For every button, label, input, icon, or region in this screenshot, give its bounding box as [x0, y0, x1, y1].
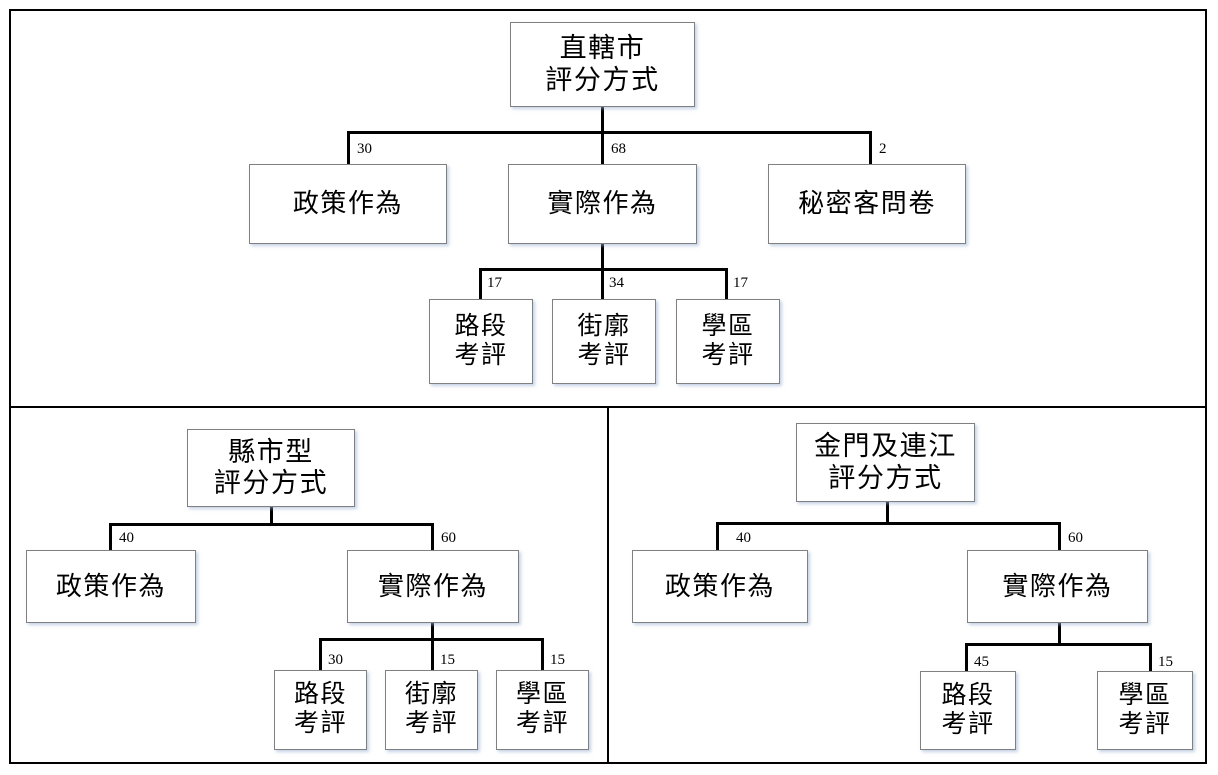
connector-root-stem	[601, 107, 604, 133]
connector-drop-mystery	[869, 131, 872, 165]
connector-actual-stem	[601, 244, 604, 270]
connector-actual-stem	[1058, 623, 1061, 645]
connector-drop-road	[965, 643, 968, 674]
node-line-2: 評分方式	[828, 462, 943, 493]
connector-bus-level1	[717, 522, 1061, 525]
connector-bus-level2	[966, 643, 1152, 646]
node-municipality-block-eval[interactable]: 街廓 考評	[552, 299, 656, 384]
node-county-root[interactable]: 縣市型 評分方式	[187, 429, 355, 507]
node-municipality-root[interactable]: 直轄市 評分方式	[510, 22, 695, 107]
node-line-1: 路段	[293, 681, 347, 709]
weight-label: 40	[736, 530, 751, 546]
node-line-1: 路段	[941, 681, 995, 709]
node-line-2: 考評	[577, 341, 631, 369]
weight-label: 2	[879, 141, 887, 157]
weight-label: 15	[1158, 654, 1173, 670]
node-kinmen-road-eval[interactable]: 路段 考評	[920, 671, 1016, 750]
weight-label: 30	[328, 652, 343, 668]
node-line-1: 直轄市	[559, 33, 646, 64]
node-line-1: 學區	[1118, 681, 1172, 709]
connector-drop-block	[601, 268, 604, 302]
connector-drop-school	[541, 638, 544, 673]
node-label: 實際作為	[377, 571, 489, 601]
panel-divider-vertical	[607, 406, 609, 764]
weight-label: 34	[609, 275, 624, 291]
connector-bus-level1	[348, 131, 872, 134]
node-kinmen-root[interactable]: 金門及連江 評分方式	[796, 423, 975, 502]
node-label: 實際作為	[1002, 571, 1113, 601]
connector-drop-road	[319, 638, 322, 673]
connector-drop-road	[479, 268, 482, 302]
node-county-actual[interactable]: 實際作為	[347, 550, 519, 623]
node-municipality-mystery-survey[interactable]: 秘密客問卷	[768, 164, 966, 244]
node-label: 秘密客問卷	[798, 189, 936, 219]
node-line-2: 評分方式	[545, 64, 660, 95]
weight-label: 68	[611, 141, 626, 157]
node-line-2: 考評	[404, 710, 458, 737]
node-county-block-eval[interactable]: 街廓 考評	[385, 670, 478, 750]
node-county-policy[interactable]: 政策作為	[26, 550, 196, 623]
node-line-1: 縣市型	[228, 436, 314, 467]
node-line-1: 街廓	[577, 312, 631, 340]
node-kinmen-school-eval[interactable]: 學區 考評	[1097, 671, 1193, 750]
node-label: 政策作為	[664, 571, 776, 601]
weight-label: 17	[733, 275, 748, 291]
weight-label: 45	[974, 654, 989, 670]
connector-drop-school	[1149, 643, 1152, 674]
node-line-2: 評分方式	[213, 468, 329, 498]
node-line-2: 考評	[941, 710, 995, 738]
node-municipality-policy[interactable]: 政策作為	[249, 164, 447, 244]
node-municipality-actual[interactable]: 實際作為	[508, 164, 697, 244]
connector-actual-stem	[431, 623, 434, 640]
node-kinmen-policy[interactable]: 政策作為	[632, 550, 808, 623]
node-kinmen-actual[interactable]: 實際作為	[967, 550, 1148, 623]
node-line-2: 考評	[1118, 710, 1172, 738]
node-county-school-eval[interactable]: 學區 考評	[496, 670, 589, 750]
node-line-1: 學區	[701, 312, 755, 340]
node-line-2: 考評	[515, 710, 569, 737]
connector-bus-level2	[480, 268, 728, 271]
weight-label: 40	[119, 530, 134, 546]
node-line-1: 學區	[515, 681, 569, 709]
connector-root-stem	[270, 507, 273, 525]
node-municipality-school-eval[interactable]: 學區 考評	[676, 299, 780, 384]
node-county-road-eval[interactable]: 路段 考評	[274, 670, 367, 750]
weight-label: 15	[550, 652, 565, 668]
connector-root-stem	[886, 502, 889, 524]
node-line-1: 路段	[454, 312, 508, 340]
connector-drop-policy	[716, 522, 719, 552]
node-line-2: 考評	[293, 710, 347, 737]
weight-label: 60	[1068, 530, 1083, 546]
connector-drop-block	[431, 638, 434, 673]
connector-drop-policy	[109, 523, 112, 552]
weight-label: 15	[440, 652, 455, 668]
connector-drop-actual	[431, 523, 434, 552]
node-municipality-road-eval[interactable]: 路段 考評	[429, 299, 533, 384]
node-label: 實際作為	[547, 189, 658, 219]
weight-label: 30	[357, 141, 372, 157]
node-label: 政策作為	[292, 189, 404, 219]
connector-drop-actual	[601, 131, 604, 165]
weight-label: 60	[441, 530, 456, 546]
node-line-1: 金門及連江	[813, 431, 958, 462]
node-line-2: 考評	[701, 341, 755, 369]
node-label: 政策作為	[55, 571, 167, 601]
weight-label: 17	[487, 275, 502, 291]
connector-drop-policy	[347, 131, 350, 165]
node-line-2: 考評	[454, 341, 508, 369]
node-line-1: 街廓	[404, 681, 458, 709]
connector-bus-level1	[110, 523, 434, 526]
connector-drop-actual	[1058, 522, 1061, 552]
connector-drop-school	[725, 268, 728, 302]
